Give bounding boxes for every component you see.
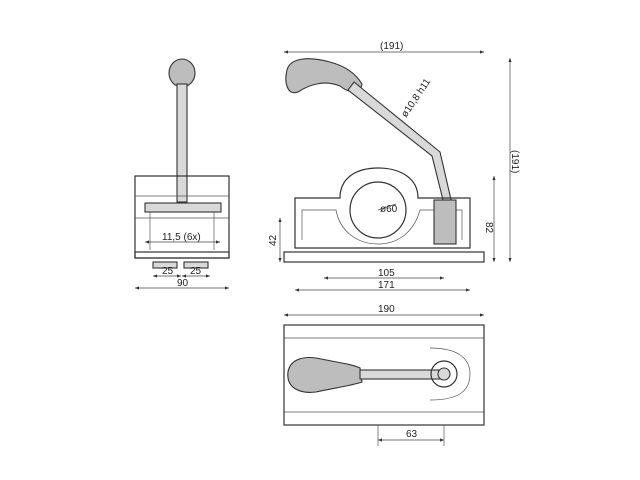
side-view-handle-shaft	[176, 83, 188, 203]
plan-view-handle-rod	[359, 369, 443, 380]
dim-side-width: 90	[177, 278, 189, 289]
dim-side-25-right: 25	[190, 266, 202, 277]
plan-view-handle-grip	[287, 356, 363, 393]
dim-span-105: 105	[378, 268, 395, 279]
dim-side-25-left: 25	[162, 266, 174, 277]
dim-height-82: 82	[483, 222, 494, 234]
front-view: (191) (191) 82 42 ø10,8 h11 ø60 105 171	[268, 41, 520, 292]
dim-overall-width-top: (191)	[380, 41, 403, 52]
plan-view-bolt-inner	[437, 367, 451, 381]
side-view-knob	[168, 58, 196, 88]
dim-plan-width: 190	[378, 304, 395, 315]
side-view: 11,5 (6x) 25 25 90	[134, 58, 230, 290]
dim-clamp-diameter: ø60	[380, 204, 398, 215]
dim-height-42: 42	[268, 234, 279, 246]
dim-overall-height-right: (191)	[509, 150, 520, 173]
dim-plan-offset: 63	[406, 429, 418, 440]
side-view-base	[134, 251, 230, 259]
front-view-bolt	[433, 199, 457, 245]
plan-view-body	[283, 324, 485, 426]
dim-side-holes: 11,5 (6x)	[162, 232, 201, 243]
plan-view: 190 63	[283, 304, 485, 446]
front-view-base-plate	[283, 251, 485, 263]
dim-rod-diameter: ø10,8 h11	[399, 76, 433, 119]
front-view-clamp-body	[294, 167, 471, 249]
dim-span-171: 171	[378, 280, 395, 291]
plan-view-bolt-outer	[430, 360, 458, 388]
front-view-clamp-bore	[349, 181, 407, 239]
